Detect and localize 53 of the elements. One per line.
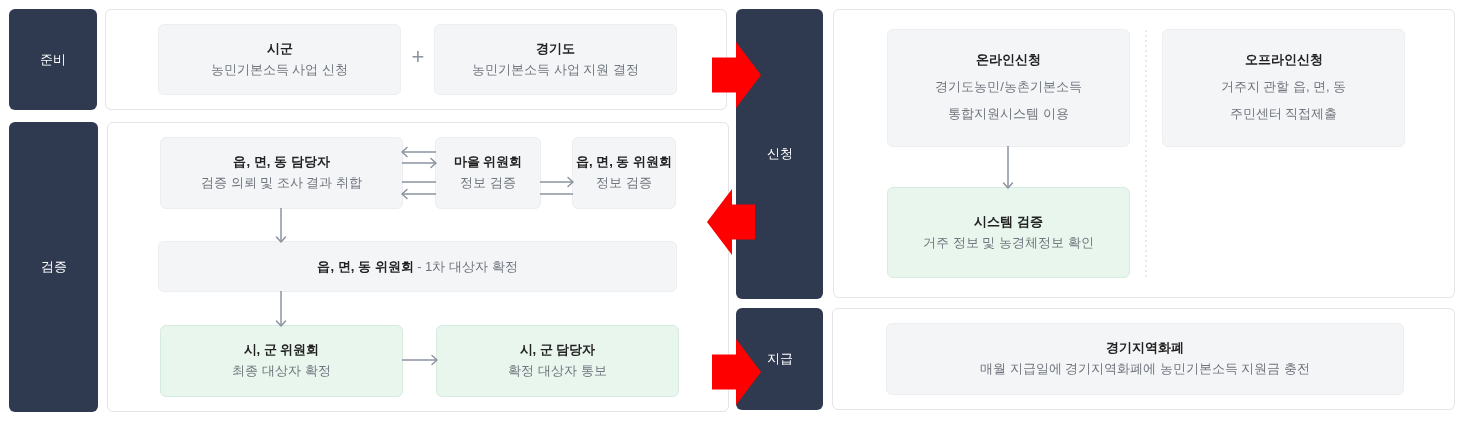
box-title: 경기지역화폐: [1106, 339, 1184, 357]
box-text: 검증 의뢰 및 조사 결과 취합: [200, 174, 363, 192]
box-text: 경기도농민/농촌기본소득 통합지원시스템 이용: [934, 77, 1083, 123]
step-box: [436, 325, 679, 397]
box-title: 읍, 면, 동 위원회: [575, 153, 673, 171]
box-text: 정보 검증: [596, 174, 652, 192]
panel: [832, 308, 1455, 410]
panel: [105, 9, 727, 110]
stage-tab: 준비: [9, 9, 97, 110]
box-text: 최종 대상자 확정: [232, 362, 331, 380]
arrow: [275, 207, 287, 243]
box-text: 농민기본소득 사업 신청: [210, 60, 349, 79]
arrow: [401, 157, 437, 169]
box-text: 농민기본소득 사업 지원 결정: [472, 60, 639, 79]
step-box: [572, 137, 676, 209]
box-title: 오프라인신청: [1244, 50, 1323, 69]
step-box: [887, 29, 1130, 147]
panel: [833, 9, 1455, 298]
stage-tab: 신청: [736, 9, 823, 299]
arrow: [401, 188, 437, 200]
plus-sign: +: [410, 46, 426, 68]
step-box: [160, 325, 403, 397]
step-box: [435, 137, 541, 209]
box-title: 경기도: [536, 39, 575, 58]
arrow: [275, 290, 287, 327]
stage-tab: 지급: [736, 308, 823, 410]
stage-tab: 검증: [9, 122, 98, 412]
connector-line: [401, 181, 437, 183]
step-box: [160, 137, 403, 209]
arrow: [401, 146, 437, 158]
box-title: 마을 위원회: [453, 153, 523, 171]
box-text: 읍, 면, 동 위원회 - 1차 대상자 확정: [317, 257, 518, 276]
box-text: 거주 정보 및 농경체정보 확인: [923, 233, 1094, 252]
block-arrow: [712, 42, 761, 108]
box-title: 읍, 면, 동 담당자: [233, 153, 330, 171]
block-arrow: [712, 339, 761, 405]
box-title: 온라인신청: [976, 50, 1041, 69]
box-title: 시스템 검증: [974, 212, 1043, 231]
connector-line: [539, 193, 574, 195]
step-box: [887, 187, 1130, 278]
block-arrow: [707, 189, 755, 255]
box-text: 거주지 관할 읍, 면, 동 주민센터 직접제출: [1219, 77, 1348, 123]
arrow: [401, 354, 438, 366]
box-title: 시, 군 위원회: [243, 341, 320, 359]
box-title: 시군: [266, 39, 293, 58]
arrow: [539, 176, 574, 188]
step-box: [158, 241, 677, 292]
box-text: 확정 대상자 통보: [508, 362, 607, 380]
arrow: [1002, 145, 1014, 189]
panel: [107, 122, 729, 412]
box-title: 시, 군 담당자: [519, 341, 596, 359]
box-text: 매월 지급일에 경기지역화폐에 농민기본소득 지원금 충전: [979, 360, 1311, 378]
box-text: 정보 검증: [460, 174, 516, 192]
